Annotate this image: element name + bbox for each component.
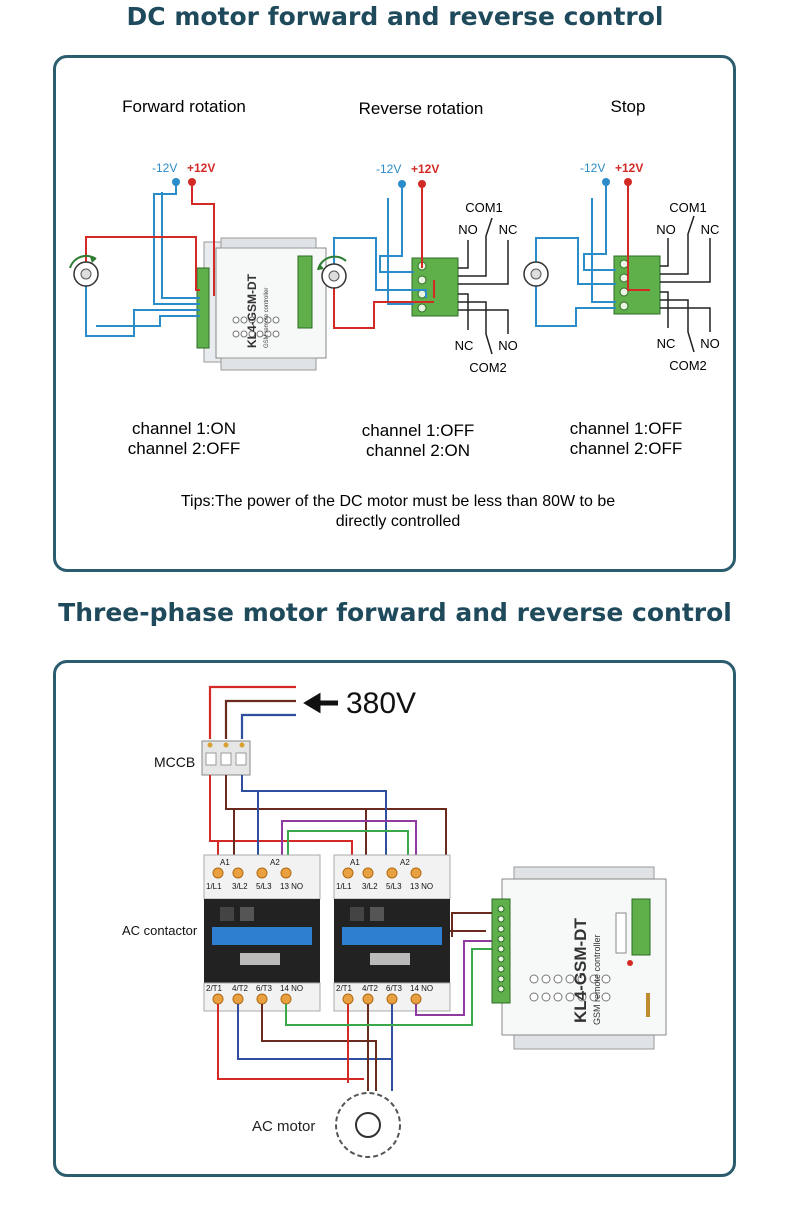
terminal-14no: 14 NO — [410, 984, 433, 993]
stop-status-2: channel 2:OFF — [570, 439, 682, 458]
com1-label: COM1 — [465, 200, 503, 215]
terminal-13no: 13 NO — [410, 882, 433, 891]
no-label: NO — [656, 222, 676, 237]
terminal-1l1: 1/L1 — [336, 882, 352, 891]
nc-label: NC — [499, 222, 518, 237]
neg-12v-label: -12V — [376, 162, 401, 176]
no-label: NO — [700, 336, 720, 351]
mccb-label: MCCB — [154, 754, 195, 770]
terminal-2t1: 2/T1 — [336, 984, 353, 993]
relay-terminal-block-reverse — [411, 257, 459, 317]
neg-12v-label: -12V — [152, 161, 177, 175]
tips-line-2: directly controlled — [336, 513, 461, 530]
reverse-heading: Reverse rotation — [359, 99, 484, 118]
dc-motor-forward — [69, 254, 99, 287]
forward-status-2: channel 2:OFF — [128, 439, 240, 458]
ac-contactor-label: AC contactor — [122, 923, 198, 938]
ac-motor — [335, 1092, 401, 1158]
tips-line-1: Tips:The power of the DC motor must be l… — [181, 493, 615, 510]
terminal-5l3: 5/L3 — [386, 882, 402, 891]
small-device-subtitle: GSM remote controller — [264, 288, 270, 348]
pos-12v-label: +12V — [411, 162, 439, 176]
forward-diagram: -12V +12V KL4-GSM-DT GSM remote controll… — [69, 161, 327, 371]
pos-12v-label: +12V — [615, 161, 643, 175]
ac-motor-label: AC motor — [252, 1118, 315, 1135]
three-phase-wiring-diagram: 380V MCCB — [122, 685, 667, 1158]
neg-12v-label: -12V — [580, 161, 605, 175]
terminal-4t2: 4/T2 — [232, 984, 249, 993]
dc-diagram-panel: Forward rotation Reverse rotation Stop -… — [53, 55, 736, 572]
small-device-model: KL4-GSM-DT — [245, 273, 259, 348]
three-phase-diagram-panel: 380V MCCB — [53, 660, 736, 1177]
stop-heading: Stop — [611, 97, 646, 116]
terminal-a2: A2 — [270, 858, 280, 867]
large-device-model: KL4-GSM-DT — [571, 918, 590, 1023]
terminal-6t3: 6/T3 — [386, 984, 403, 993]
nc-label: NC — [455, 338, 474, 353]
nc-label: NC — [701, 222, 720, 237]
power-source: 380V — [303, 687, 416, 720]
dc-wiring-diagram: Forward rotation Reverse rotation Stop -… — [69, 97, 720, 530]
com2-label: COM2 — [669, 358, 707, 373]
com1-label: COM1 — [669, 200, 707, 215]
relay-terminal-block-stop — [613, 255, 661, 315]
terminal-a1: A1 — [350, 858, 360, 867]
dc-motor-reverse — [317, 255, 347, 289]
no-label: NO — [498, 338, 518, 353]
stop-status-1: channel 1:OFF — [570, 419, 682, 438]
terminal-3l2: 3/L2 — [232, 882, 248, 891]
reverse-status-1: channel 1:OFF — [362, 421, 474, 440]
dc-section-title: DC motor forward and reverse control — [126, 2, 664, 31]
terminal-2t1: 2/T1 — [206, 984, 223, 993]
terminal-5l3: 5/L3 — [256, 882, 272, 891]
stop-diagram: -12V +12V NO COM1 N — [523, 161, 720, 373]
pos-12v-label: +12V — [187, 161, 215, 175]
large-device-subtitle: GSM remote controller — [592, 934, 602, 1025]
voltage-label: 380V — [346, 687, 416, 720]
terminal-1l1: 1/L1 — [206, 882, 222, 891]
terminal-a2: A2 — [400, 858, 410, 867]
terminal-3l2: 3/L2 — [362, 882, 378, 891]
nc-label: NC — [657, 336, 676, 351]
three-phase-section-title: Three-phase motor forward and reverse co… — [58, 598, 732, 627]
dc-motor-stop — [523, 261, 549, 287]
kl4-controller-large — [491, 866, 667, 1050]
terminal-a1: A1 — [220, 858, 230, 867]
forward-heading: Forward rotation — [122, 97, 246, 116]
com2-label: COM2 — [469, 360, 507, 375]
terminal-6t3: 6/T3 — [256, 984, 273, 993]
terminal-13no: 13 NO — [280, 882, 303, 891]
terminal-14no: 14 NO — [280, 984, 303, 993]
forward-status-1: channel 1:ON — [132, 419, 236, 438]
mccb-breaker — [201, 740, 251, 776]
kl4-controller-small: KL4-GSM-DT GSM remote controller — [196, 237, 327, 371]
reverse-status-2: channel 2:ON — [366, 441, 470, 460]
reverse-diagram: -12V +12V NO COM — [317, 162, 518, 375]
no-label: NO — [458, 222, 478, 237]
terminal-4t2: 4/T2 — [362, 984, 379, 993]
